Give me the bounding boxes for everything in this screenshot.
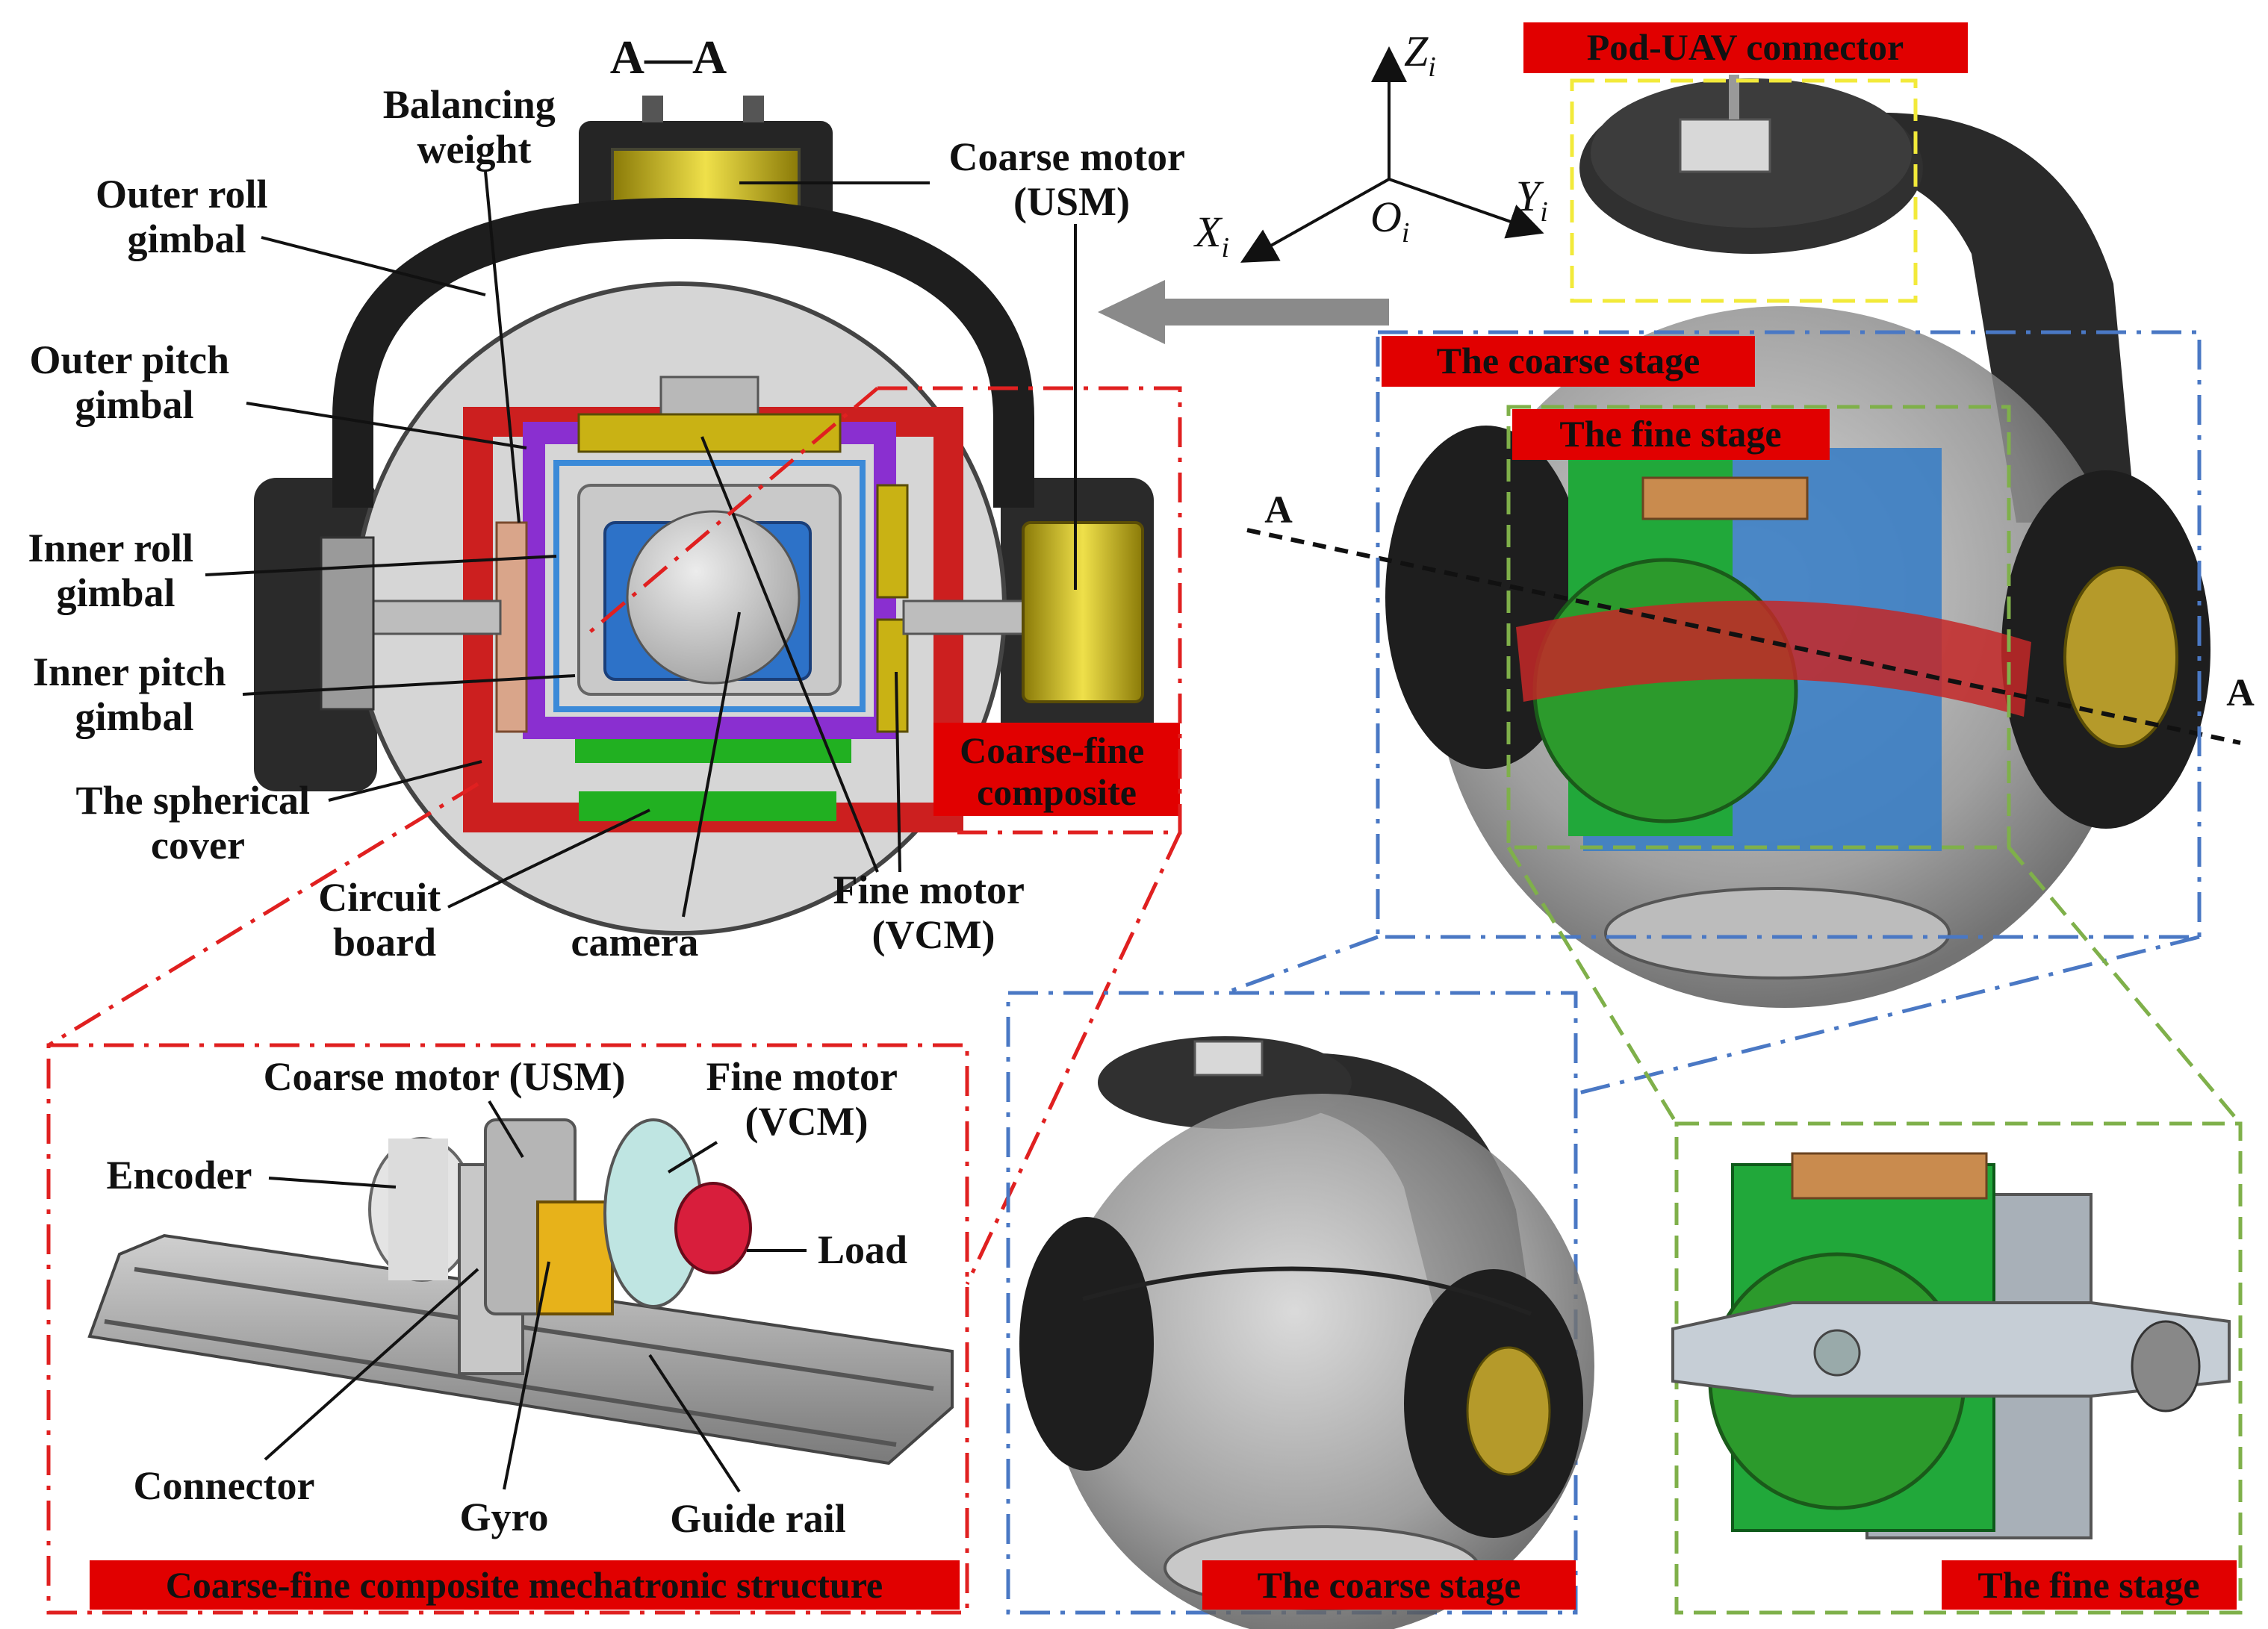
mech-load-label: Load [818,1227,907,1272]
fine-stage-box [1506,405,2011,850]
connector-highlight-box [1570,78,1918,303]
spherical-cover-label: The spherical cover [75,778,320,868]
fine-stage-bottom-tag [1942,1560,2237,1610]
coarse-stage-bottom-tag [1202,1560,1576,1610]
fine-stage-3d-view [1671,1121,2243,1615]
mechatronic-labels: Coarse motor (USM) Fine motor (VCM) Enco… [90,1054,960,1610]
fine-stage-bottom-label: The fine stage [1977,1564,2199,1606]
axis-origin-label: Oi [1370,193,1409,249]
inner-pitch-gimbal-frame [553,460,866,712]
pod-3d-view [1385,75,2210,1008]
mech-gyro-label: Gyro [460,1495,549,1539]
side-coarse-motor [1022,521,1144,703]
coordinate-axes: Zi Yi Xi Oi [1193,27,1548,264]
right-fine-motor-upper [876,484,909,599]
mechatronic-structure-label: Coarse-fine composite mechatronic struct… [166,1564,883,1606]
coarse-fine-composite-label: Coarse-fine composite [960,729,1154,813]
circuit-board-lower [579,791,836,821]
pod-uav-connector-tag [1523,22,1968,73]
balancing-weight-label: Balancing weight [383,82,566,172]
mechatronic-box [46,1043,969,1615]
coarse-stage-box-bottom [1006,991,1578,1615]
coarse-motor-label: Coarse motor (USM) [949,134,1195,224]
camera-label: camera [571,920,699,965]
axis-z-label: Zi [1404,27,1436,83]
inner-pitch-label: Inner pitch gimbal [33,650,236,739]
gyro-shape [536,1200,614,1315]
section-marker-right: A [2226,672,2255,714]
mech-fine-motor-label: Fine motor (VCM) [706,1054,907,1144]
composite-highlight-box [877,386,1182,835]
mech-coarse-motor-label: Coarse motor (USM) [264,1054,626,1099]
fine-stage-top-tag [1512,409,1830,460]
fine-motor-label: Fine motor (VCM) [833,868,1034,957]
coarse-stage-top-label: The coarse stage [1437,340,1700,381]
coarse-stage-top-tag [1382,336,1755,387]
right-fine-motor-lower [876,618,909,733]
top-fine-motor [577,413,842,453]
camera-lens [626,510,801,685]
axis-y-label: Yi [1516,172,1548,228]
mech-guide-rail-label: Guide rail [670,1496,846,1541]
mech-encoder-label: Encoder [107,1153,252,1197]
mech-connector-label: Connector [134,1463,315,1508]
outer-roll-label: Outer roll gimbal [96,172,278,261]
fine-stage-bracket [1671,1301,2231,1398]
coarse-stage-box [1376,330,2202,939]
mechatronic-structure-view [46,1043,969,1615]
section-line [1246,528,2241,745]
axis-x-label: Xi [1193,208,1229,264]
mechatronic-structure-tag [90,1560,960,1610]
fine-stage-top-label: The fine stage [1559,413,1781,455]
section-marker-left: A [1264,489,1293,532]
side-motor-gold [2063,566,2178,748]
inner-roll-label: Inner roll gimbal [28,526,203,615]
load-shape [674,1182,752,1274]
pod-uav-connector-label: Pod-UAV connector [1587,26,1904,68]
section-title: A—A [610,31,727,84]
coarse-fine-composite-tag [933,723,1180,816]
coarse-stage-3d-view [1006,991,1594,1629]
cross-section-labels: Balancing weight Coarse motor (USM) Oute… [28,82,1195,965]
circuit-board-label: Circuit board [318,875,450,965]
red-band [1516,600,2031,717]
outer-pitch-label: Outer pitch gimbal [30,337,240,427]
view-arrow [1098,280,1389,344]
coarse-stage-bottom-label: The coarse stage [1258,1564,1521,1606]
